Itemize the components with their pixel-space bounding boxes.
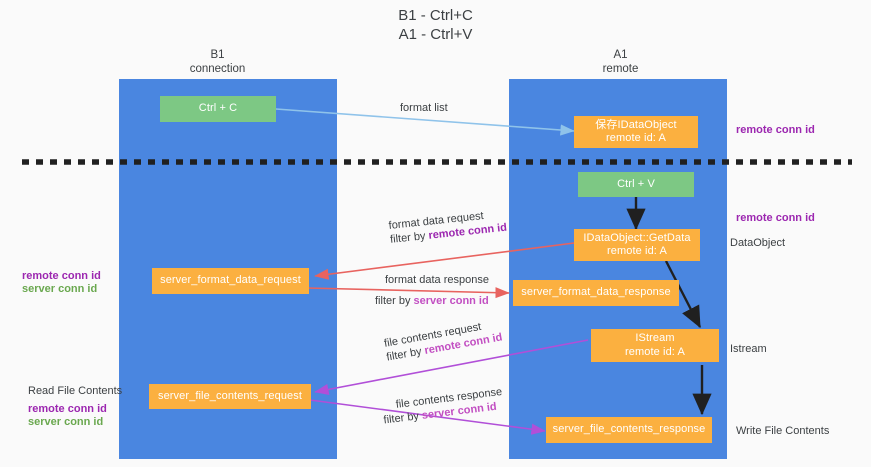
edge-label-format-data-request-filter-prefix: filter by	[389, 229, 430, 246]
annotation-left-server-conn-id: server conn id	[22, 283, 98, 295]
annotation-left-remote-conn-id-2: remote conn id	[28, 403, 107, 415]
edge-label-format-list: format list	[400, 102, 448, 114]
node-idataobject-getdata[interactable]: IDataObject::GetData remote id: A	[574, 229, 700, 261]
annotation-right-top-remote-conn-id: remote conn id	[736, 124, 815, 136]
node-server-file-contents-request[interactable]: server_file_contents_request	[149, 384, 311, 409]
annotation-right-istream: Istream	[730, 343, 767, 355]
column-header-a1: A1 remote	[602, 49, 639, 75]
edge-label-file-contents-response-filter-prefix: filter by	[382, 409, 423, 427]
annotation-right-mid-remote-conn-id: remote conn id	[736, 212, 815, 224]
column-header-b1: B1 connection	[189, 49, 246, 75]
edge-label-format-data-request: format data request filter by remote con…	[388, 207, 508, 247]
node-server-file-contents-response[interactable]: server_file_contents_response	[546, 417, 712, 443]
page-title: B1 - Ctrl+C A1 - Ctrl+V	[398, 7, 473, 43]
node-server-format-data-response[interactable]: server_format_data_response	[513, 280, 679, 306]
node-server-format-data-request[interactable]: server_format_data_request	[152, 268, 309, 294]
node-ctrl-c[interactable]: Ctrl + C	[160, 96, 276, 122]
edge-label-format-data-response-filter-key: server conn id	[413, 295, 489, 307]
edge-label-format-data-response-text: format data response	[385, 274, 489, 286]
annotation-left-server-conn-id-2: server conn id	[28, 416, 104, 428]
node-ctrl-v[interactable]: Ctrl + V	[578, 172, 694, 197]
node-istream[interactable]: IStream remote id: A	[591, 329, 719, 362]
edge-label-file-contents-request: file contents request filter by remote c…	[383, 317, 503, 365]
annotation-left-remote-conn-id: remote conn id	[22, 270, 101, 282]
edge-label-format-data-response-filter-prefix: filter by	[375, 295, 414, 307]
edge-label-file-contents-response: file contents response filter by server …	[383, 385, 505, 427]
annotation-right-write-file-contents: Write File Contents	[736, 425, 830, 437]
edge-label-format-data-response: format data response filter by server co…	[375, 273, 489, 308]
annotation-right-dataobject: DataObject	[730, 237, 786, 249]
node-save-idataobject[interactable]: 保存IDataObject remote id: A	[574, 116, 698, 148]
annotation-left-read-file-contents: Read File Contents	[28, 385, 123, 397]
